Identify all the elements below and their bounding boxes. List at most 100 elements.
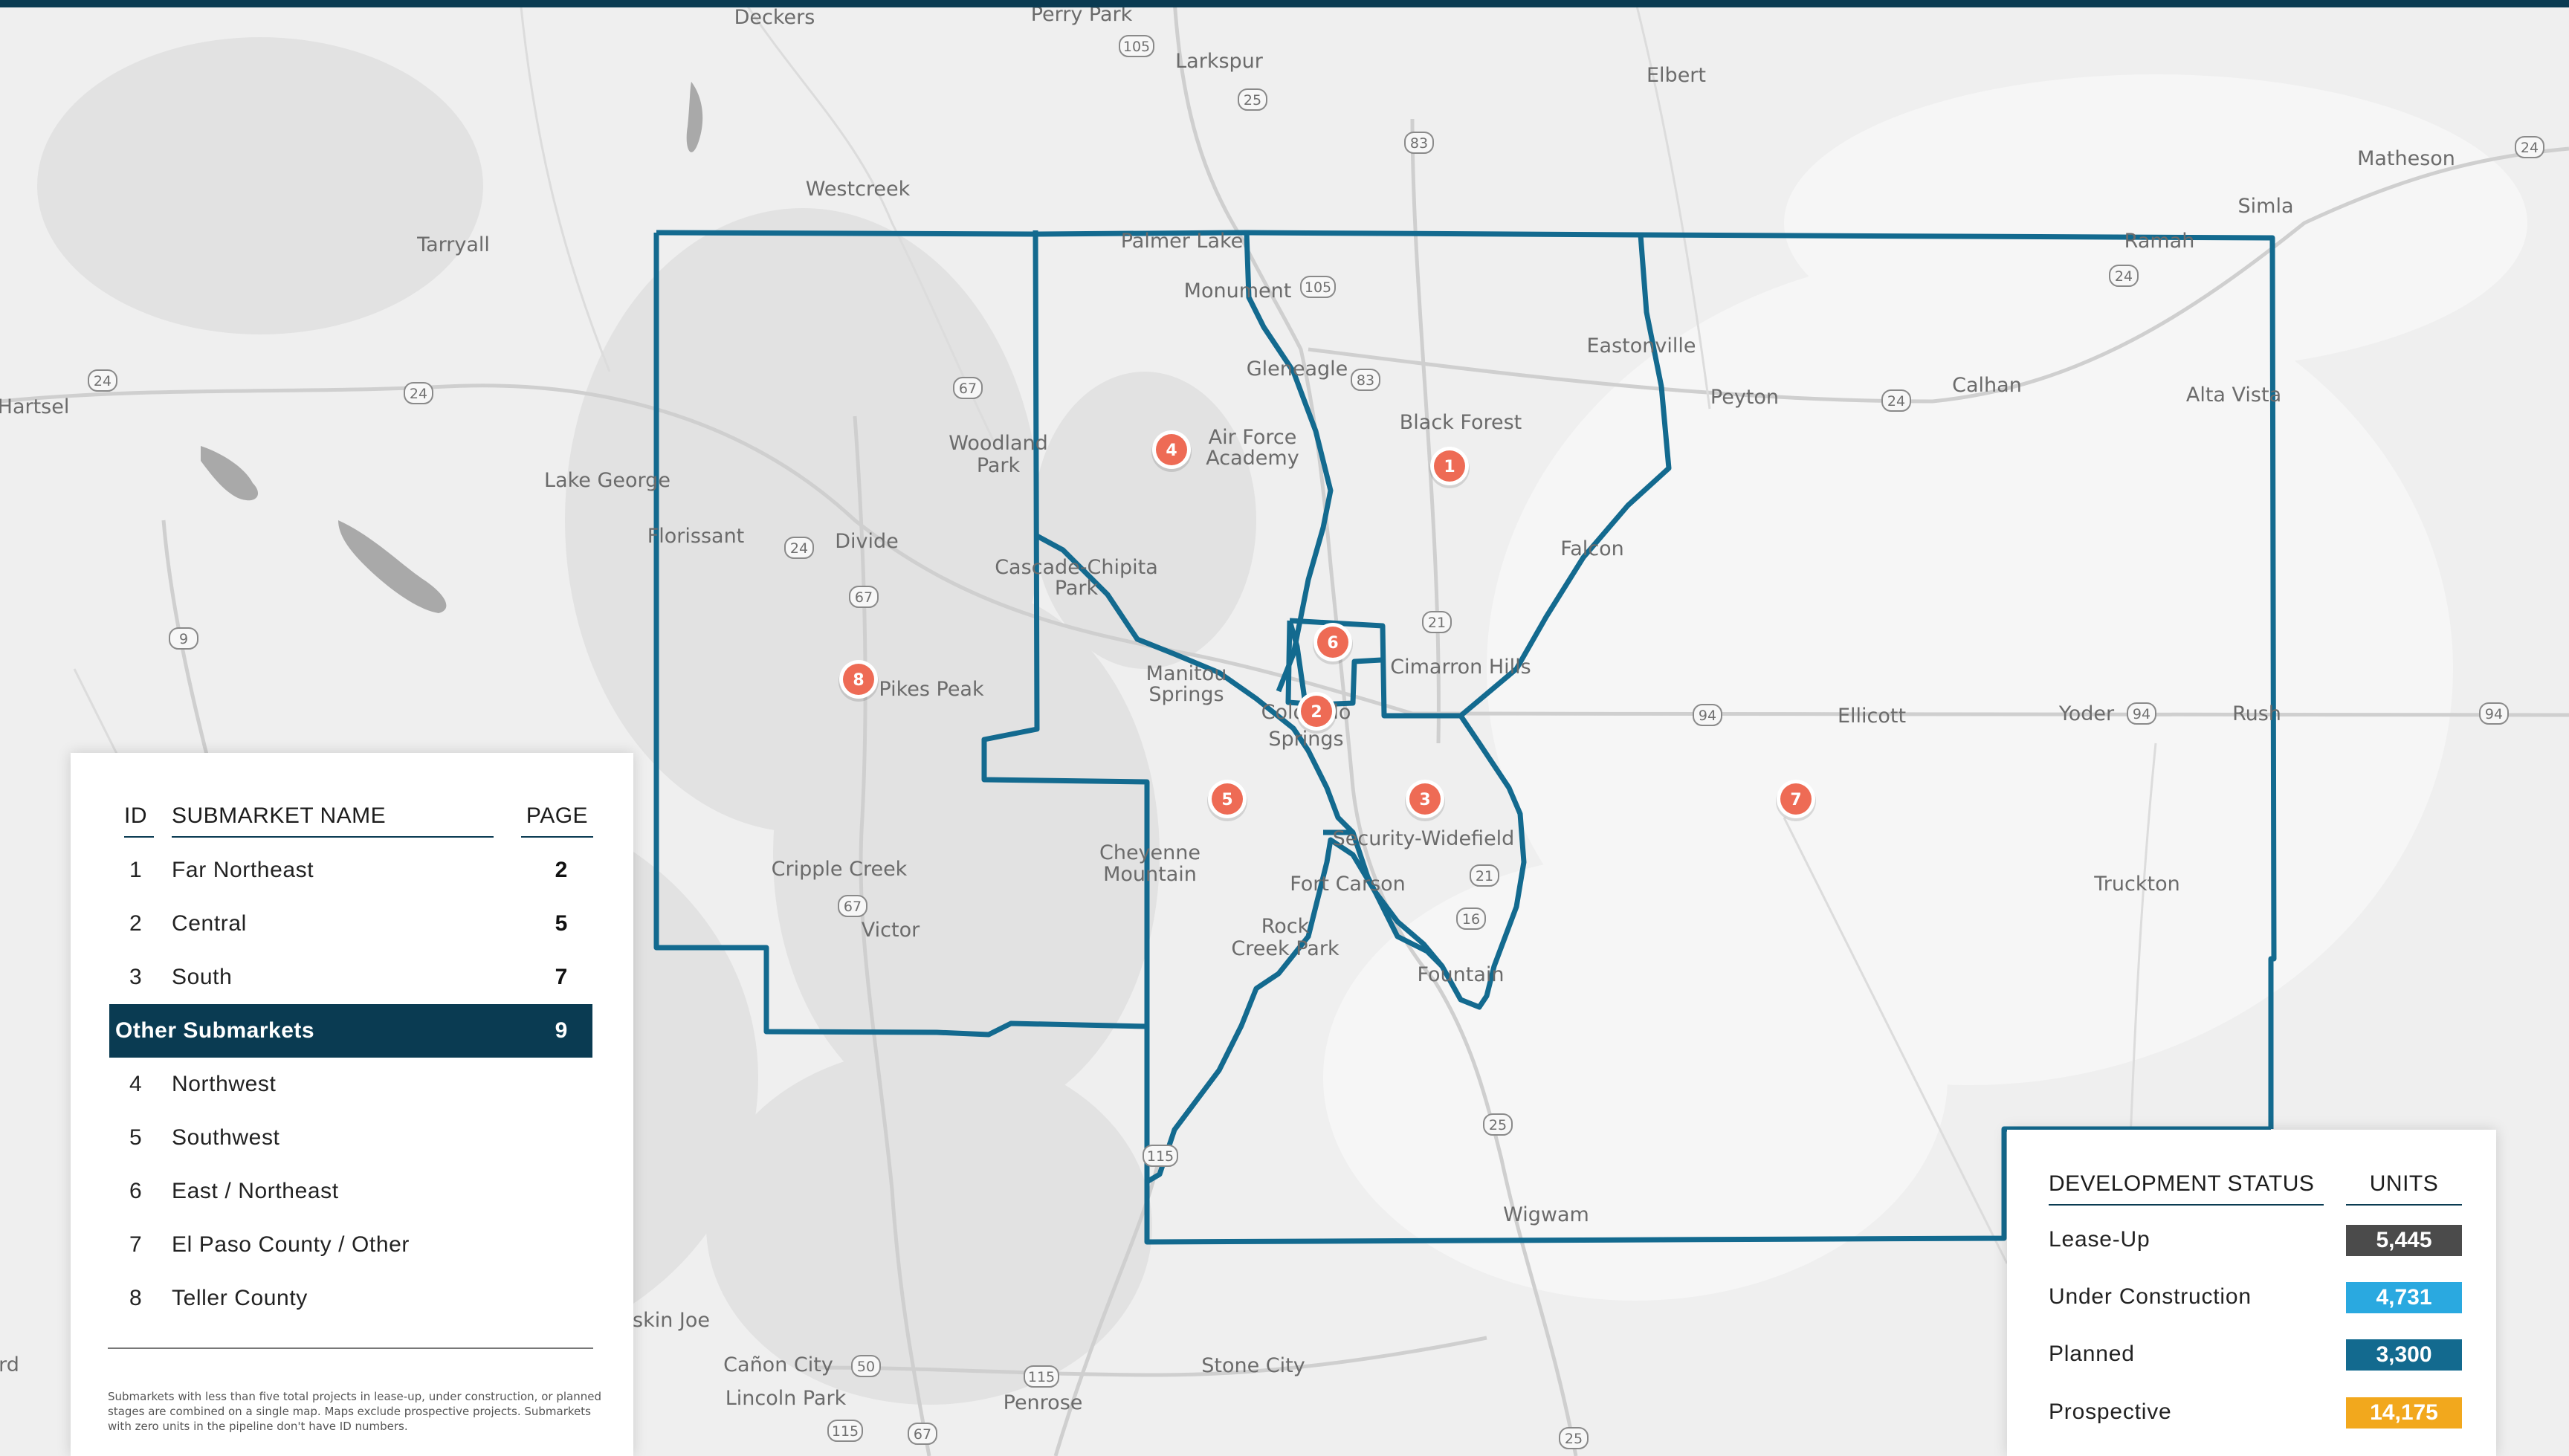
highway-shield: 24 [2515, 136, 2544, 158]
status-label: Under Construction [2049, 1284, 2252, 1309]
highway-shield-outline [88, 369, 117, 392]
legend-header-id: ID [124, 803, 154, 838]
place-label: Park [977, 454, 1021, 477]
place-label: Fort Carson [1290, 873, 1406, 896]
highway-shield: 94 [2127, 702, 2156, 725]
highway-shield-outline [1693, 704, 1722, 726]
highway-shield: 115 [1143, 1145, 1178, 1167]
status-label: Lease-Up [2049, 1227, 2150, 1252]
highway-shield: 25 [1238, 88, 1267, 111]
place-label: Calhan [1952, 374, 2022, 397]
legend-row[interactable]: 6 East / Northeast [71, 1165, 633, 1218]
submarket-marker[interactable]: 6 [1313, 623, 1353, 664]
highway-shield: 24 [1881, 389, 1911, 412]
legend-row[interactable]: 5 Southwest [71, 1111, 633, 1165]
highway-shield-outline [953, 377, 983, 399]
highway-shield-outline [1351, 369, 1380, 391]
highway-shield: 105 [1300, 276, 1336, 298]
place-label: Creek Park [1231, 937, 1340, 960]
highway-number: 24 [410, 386, 427, 402]
submarket-marker[interactable]: 5 [1207, 780, 1247, 821]
highway-shield: 83 [1404, 132, 1434, 154]
highway-shield: 67 [953, 377, 983, 399]
legend-row[interactable]: 1 Far Northeast 2 [71, 844, 633, 897]
marker-id: 2 [1311, 703, 1322, 722]
submarket-marker[interactable]: 8 [838, 660, 879, 702]
place-label: Lincoln Park [726, 1387, 847, 1410]
submarket-boundaries [653, 230, 2277, 1245]
place-label: Cimarron Hills [1390, 656, 1531, 679]
legend-row-name: Northwest [172, 1072, 277, 1096]
place-label: Fountain [1417, 963, 1504, 986]
highway-number: 115 [1028, 1369, 1055, 1385]
highway-shield: 25 [1559, 1427, 1589, 1449]
submarket-legend: ID SUBMARKET NAME PAGE 1 Far Northeast 2… [71, 753, 633, 1456]
submarket-markers[interactable]: 1 4 6 8 2 3 5 7 [838, 430, 1816, 821]
place-label: Pikes Peak [879, 678, 984, 701]
place-label: Cripple Creek [772, 858, 908, 881]
submarket-marker[interactable]: 4 [1151, 430, 1192, 472]
legend-row-page: 7 [555, 965, 568, 989]
highway-shield: 24 [404, 382, 433, 404]
legend-row[interactable]: 2 Central 5 [71, 897, 633, 951]
legend-row-id: 7 [129, 1232, 142, 1257]
place-label: Rock [1261, 915, 1310, 938]
legend-row[interactable]: 4 Northwest [71, 1058, 633, 1111]
highway-shield-outline [849, 586, 879, 608]
place-label: Park [1055, 577, 1099, 600]
place-label: Black Forest [1400, 411, 1522, 434]
place-label: Manitou [1146, 662, 1227, 685]
place-label: Tarryall [416, 233, 490, 256]
highway-number: 83 [1410, 135, 1428, 152]
place-label: Cheyenne [1099, 841, 1201, 864]
highway-shield-outline [1470, 864, 1499, 887]
highway-shield: 67 [838, 895, 867, 917]
place-label: Elbert [1647, 64, 1706, 87]
place-label: Penrose [1004, 1391, 1083, 1414]
highway-shield-outline [838, 895, 867, 917]
submarket-marker[interactable]: 1 [1429, 447, 1470, 488]
place-label: Deckers [734, 6, 815, 29]
legend-row[interactable]: 8 Teller County [71, 1272, 633, 1325]
legend-highlight-name: Other Submarkets [115, 1018, 315, 1043]
highway-number: 67 [855, 589, 873, 606]
place-label: Springs [1268, 728, 1343, 751]
highway-number: 105 [1123, 39, 1150, 55]
submarket-marker[interactable]: 7 [1776, 780, 1816, 821]
submarket-marker[interactable]: 3 [1405, 780, 1445, 821]
status-header-units: UNITS [2346, 1171, 2462, 1206]
highway-number: 24 [2115, 268, 2133, 285]
legend-row-id: 3 [129, 965, 142, 989]
status-units-badge: 3,300 [2346, 1339, 2462, 1371]
place-label: Palmer Lake [1121, 230, 1244, 253]
marker-id: 7 [1790, 791, 1801, 809]
development-status-panel: DEVELOPMENT STATUS UNITS Lease-Up 5,445 … [2007, 1130, 2496, 1456]
place-label: Lake George [544, 469, 670, 492]
highway-shield: 67 [908, 1423, 937, 1445]
marker-id: 4 [1166, 441, 1177, 460]
highway-number: 50 [857, 1359, 875, 1375]
legend-row-highlight[interactable]: Other Submarkets 9 [71, 1004, 633, 1058]
legend-row-id: 4 [129, 1072, 142, 1096]
legend-highlight-page: 9 [555, 1018, 568, 1043]
legend-row-name: South [172, 965, 233, 989]
highway-shield-outline [1119, 35, 1154, 57]
highway-number: 21 [1476, 868, 1493, 884]
highway-shield-outline [1881, 389, 1911, 412]
highway-shield: 50 [851, 1355, 881, 1377]
legend-row[interactable]: 7 El Paso County / Other [71, 1218, 633, 1272]
marker-id: 6 [1327, 634, 1338, 653]
place-label: Mountain [1103, 863, 1197, 886]
place-label: Falcon [1560, 537, 1624, 560]
highway-number: 24 [94, 373, 112, 389]
highway-shield-outline [1143, 1145, 1178, 1167]
highway-shield-outline [1238, 88, 1267, 111]
status-row-prospective: Prospective 14,175 [2007, 1390, 2496, 1434]
legend-row[interactable]: 3 South 7 [71, 951, 633, 1004]
highway-shield-outline [1404, 132, 1434, 154]
submarket-marker[interactable]: 2 [1296, 692, 1337, 734]
marker-id: 5 [1221, 791, 1232, 809]
legend-row-name: Far Northeast [172, 858, 314, 882]
